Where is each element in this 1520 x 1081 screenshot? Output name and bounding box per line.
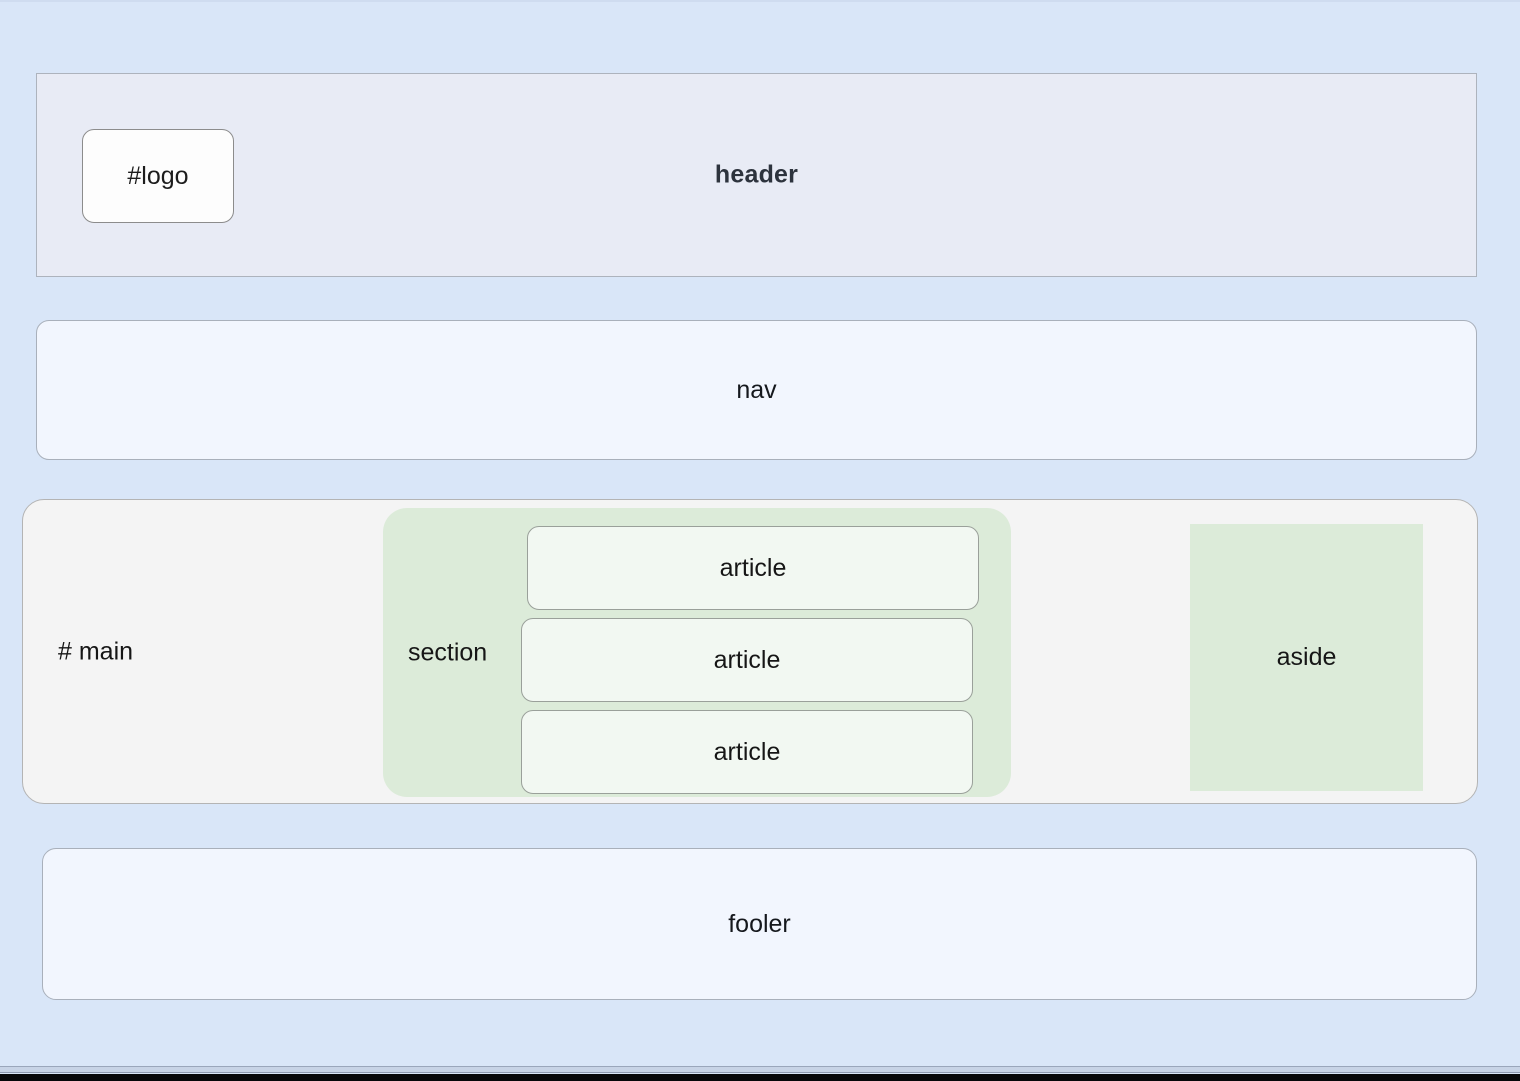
main-block: # main section article article article a… [22, 499, 1478, 804]
taskbar-strip [0, 1074, 1520, 1081]
aside-block: aside [1190, 524, 1423, 791]
main-label: # main [58, 637, 134, 665]
article-list: article article article [383, 508, 1011, 797]
footer-block: fooler [42, 848, 1477, 1000]
logo-box[interactable]: #logo [82, 129, 234, 223]
section-label: section [408, 638, 488, 666]
article-box[interactable]: article [521, 710, 973, 794]
header-block: #logo header [36, 73, 1477, 277]
window-bottom-divider [0, 1066, 1520, 1073]
section-block: section article article article [383, 508, 1011, 797]
article-box[interactable]: article [521, 618, 973, 702]
article-box[interactable]: article [527, 526, 979, 610]
nav-block[interactable]: nav [36, 320, 1477, 460]
header-label: header [714, 160, 799, 189]
